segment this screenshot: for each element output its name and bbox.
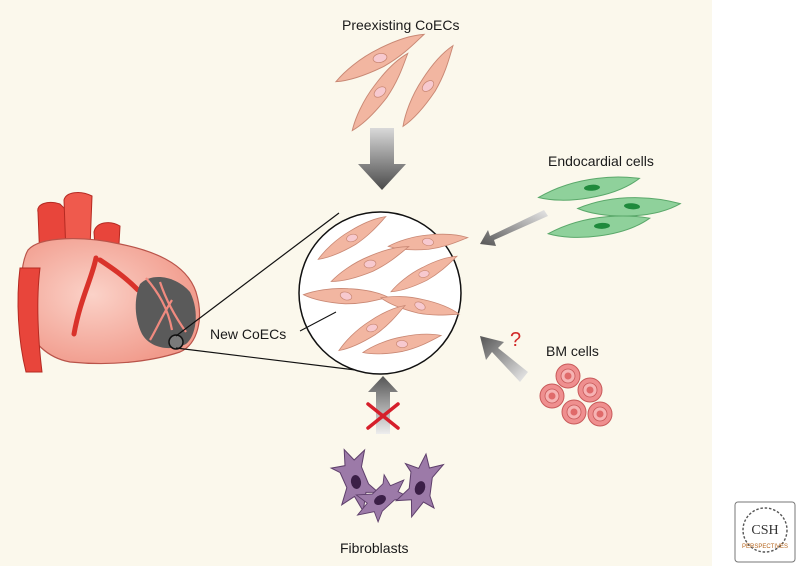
fibroblasts-label: Fibroblasts — [340, 540, 408, 556]
arrow-from-endocardial — [480, 210, 548, 246]
heart-region-vessels — [145, 277, 187, 341]
arrow-from-bm — [480, 336, 528, 382]
csh-perspectives-logo: CSH PERSPECTIVES — [734, 501, 796, 563]
heart-illustration — [17, 192, 201, 373]
logo-main-text: CSH — [751, 523, 778, 538]
coronary-artery — [71, 255, 141, 337]
magnified-circle — [298, 211, 469, 375]
vena-cava — [17, 267, 43, 373]
zoom-line-bottom — [175, 347, 381, 374]
zoom-line-top — [175, 212, 340, 337]
bm-question-mark: ? — [510, 329, 521, 351]
bm-cells-label: BM cells — [546, 343, 599, 359]
bm-cell — [539, 383, 565, 409]
logo-sub-text: PERSPECTIVES — [742, 544, 788, 550]
blocked-x-icon — [366, 402, 400, 430]
bm-cell — [577, 377, 603, 403]
arrow-from-fibroblasts — [368, 376, 398, 434]
bm-cell — [587, 401, 613, 427]
endocardial-cells-label: Endocardial cells — [548, 153, 654, 169]
bm-cell — [561, 399, 587, 425]
arrow-down-from-preexisting — [358, 128, 406, 190]
magnified-spot — [168, 334, 184, 350]
preexisting-coecs-label: Preexisting CoECs — [342, 17, 460, 33]
bm-cell — [555, 363, 581, 389]
new-coecs-leader — [299, 311, 337, 332]
new-coecs-label: New CoECs — [210, 326, 286, 342]
logo-ring — [742, 507, 788, 553]
